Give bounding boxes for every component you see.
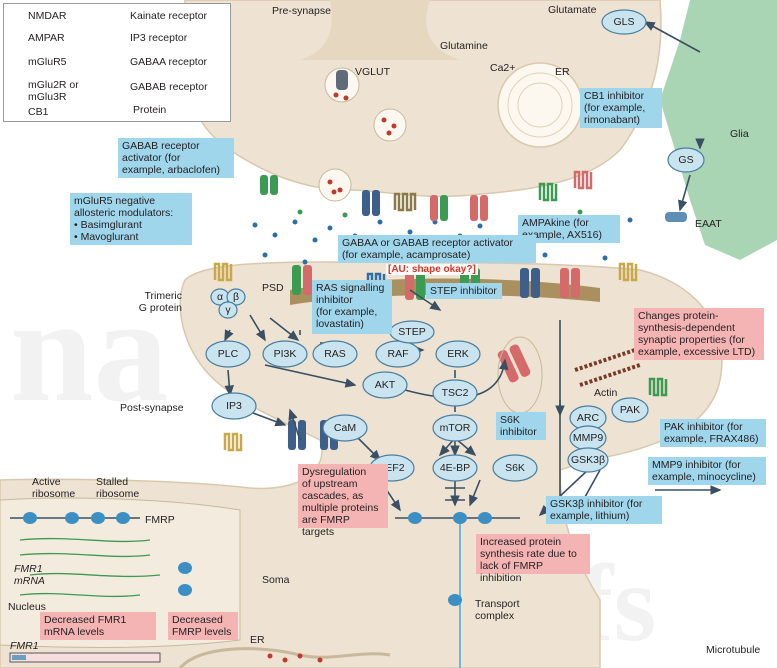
node-shapes: [205, 9, 705, 482]
node-gsk3b: GSK3β: [570, 454, 606, 466]
node-step: STEP: [398, 326, 426, 338]
label-vglut: VGLUT: [355, 66, 391, 78]
eaat-transporter: [665, 212, 687, 222]
node-tsc2: TSC2: [441, 387, 469, 399]
legend-ampar: AMPAR: [28, 32, 65, 44]
label-presynapse: Pre-synapse: [272, 5, 331, 17]
label-glia: Glia: [730, 128, 749, 140]
label-postsynapse: Post-synapse: [120, 402, 184, 414]
node-raf: RAF: [387, 348, 409, 360]
glia-cell: [660, 0, 777, 260]
increased-protein-box: Increased protein synthesis rate due to …: [476, 534, 590, 584]
label-fmr1-gene: FMR1: [10, 640, 39, 652]
label-ca: Ca2+: [490, 62, 516, 74]
legend-gabaa: GABAA receptor: [130, 56, 208, 68]
label-microtubule: Microtubule: [706, 644, 761, 656]
node-gls: GLS: [613, 16, 635, 28]
presynapse-stalk: [300, 0, 460, 60]
ampakine-box: AMPAkine (for example, AX516): [518, 215, 620, 243]
presynaptic-receptors: [260, 170, 593, 221]
decreased-fmrp-box: Decreased FMRP levels: [168, 612, 238, 640]
legend-ip3r: IP3 receptor: [130, 32, 188, 44]
node-pi3k: PI3K: [273, 348, 297, 360]
label-fmrp: FMRP: [145, 514, 175, 526]
legend-cb1: CB1: [28, 106, 49, 118]
pak-inhibitor-box: PAK inhibitor (for example, FRAX486): [660, 419, 766, 447]
node-erk: ERK: [447, 348, 469, 360]
decreased-mrna-box: Decreased FMR1 mRNA levels: [40, 612, 156, 640]
cb1-inhibitor-box: CB1 inhibitor (for example, rimonabant): [580, 88, 662, 128]
label-er-bottom: ER: [250, 634, 265, 646]
dysregulation-box: Dysregulation of upstream cascades, as m…: [298, 464, 388, 538]
mrna-strands: [19, 537, 161, 598]
label-beta: β: [232, 291, 240, 303]
label-actin: Actin: [594, 387, 618, 399]
fmr1-gene-bar: [9, 652, 161, 663]
mglur5-nam-box: mGluR5 negative allosteric modulators: •…: [70, 193, 192, 245]
gaba-activator-box: GABAA or GABAB receptor activator (for e…: [338, 235, 536, 263]
label-transport: Transport complex: [475, 598, 520, 622]
node-s6k: S6K: [505, 462, 525, 474]
label-soma: Soma: [262, 574, 290, 586]
label-fmr1-mrna: FMR1 mRNA: [14, 563, 45, 587]
svg-text:na: na: [10, 267, 168, 433]
legend: [3, 3, 231, 122]
legend-mglur5: mGluR5: [28, 56, 67, 68]
mmp9-inhibitor-box: MMP9 inhibitor (for example, minocycline…: [648, 457, 766, 485]
label-nucleus: Nucleus: [8, 601, 46, 613]
legend-mglur23: mGlu2R or mGlu3R: [28, 79, 79, 103]
node-ip3: IP3: [226, 400, 242, 412]
label-er-top: ER: [555, 66, 570, 78]
label-glutamine: Glutamine: [440, 40, 488, 52]
legend-nmdar: NMDAR: [28, 10, 67, 22]
label-gamma: γ: [225, 304, 231, 316]
au-note: [AU: shape okay?]: [386, 264, 478, 275]
node-pak: PAK: [619, 404, 641, 416]
changes-protein-box: Changes protein- synthesis-dependent syn…: [634, 308, 764, 360]
node-4ebp: 4E-BP: [439, 462, 471, 474]
ribosomes: [23, 512, 492, 606]
gabab-activator-box: GABAB receptor activator (for example, a…: [118, 138, 234, 178]
signalling-arrows: [224, 21, 722, 517]
node-akt: AKT: [374, 379, 396, 391]
node-ras: RAS: [324, 348, 346, 360]
gsk3b-inhibitor-box: GSK3β inhibitor (for example, lithium): [546, 496, 662, 524]
legend-gabab: GABAB receptor: [130, 81, 208, 93]
label-stalled-ribosome: Stalled ribosome: [96, 476, 140, 500]
legend-protein: Protein: [133, 104, 167, 116]
s6k-inhibitor-box: S6K inhibitor: [496, 412, 546, 440]
legend-kainate: Kainate receptor: [130, 10, 208, 22]
label-alpha: α: [216, 291, 224, 303]
node-mmp9: MMP9: [572, 432, 604, 444]
node-mtor: mTOR: [439, 422, 471, 434]
node-plc: PLC: [217, 348, 239, 360]
step-inhibitor-box: STEP inhibitor: [426, 283, 502, 299]
node-arc: ARC: [576, 412, 600, 424]
nucleus: [0, 497, 241, 648]
label-eaat: EAAT: [695, 218, 722, 230]
ras-inhibitor-box: RAS signalling inhibitor (for example, l…: [312, 280, 392, 334]
label-glutamate: Glutamate: [548, 4, 597, 16]
node-gs: GS: [678, 154, 694, 166]
actin-filaments: [574, 348, 641, 387]
label-trimeric: Trimeric G protein: [138, 290, 182, 314]
label-psd: PSD: [262, 282, 284, 294]
node-cam: CaM: [333, 422, 357, 434]
label-active-ribosome: Active ribosome: [32, 476, 76, 500]
